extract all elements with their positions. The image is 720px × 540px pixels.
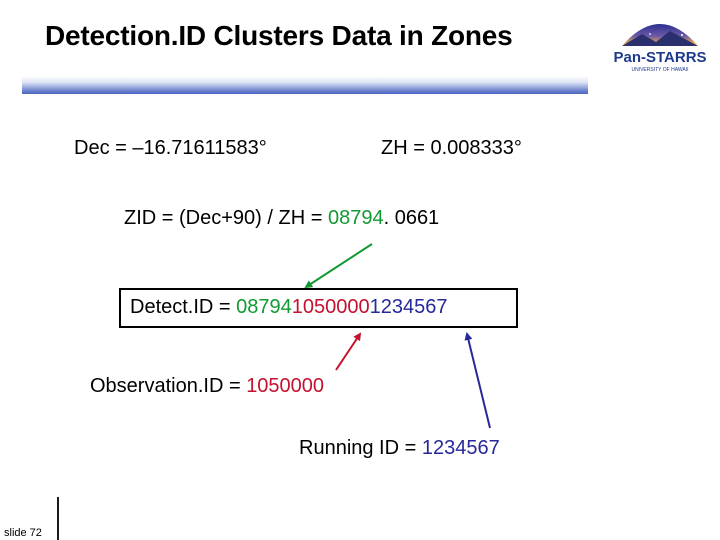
pan-starrs-logo: Pan-STARRS UNIVERSITY OF HAWAII [613, 16, 707, 73]
detect-id-running-part: 1234567 [369, 296, 448, 318]
footer-divider [57, 497, 59, 540]
detect-id-line: Detect.ID = 0879410500001234567 [130, 296, 448, 319]
detect-id-zone-part: 08794 [236, 296, 292, 318]
observation-line: Observation.ID = 1050000 [90, 375, 324, 398]
zh-value: 0.008333° [430, 137, 522, 159]
zid-zone-number: 08794 [327, 207, 384, 229]
zh-label: ZH = [381, 137, 431, 159]
title-underline-bar [22, 76, 588, 94]
running-arrow [464, 332, 491, 429]
observation-value: 1050000 [246, 375, 325, 397]
zid-fraction: . 0661 [383, 207, 440, 229]
dec-line: Dec = –16.71611583° [74, 137, 267, 160]
zh-line: ZH = 0.008333° [381, 137, 522, 160]
detect-id-label: Detect.ID = [130, 296, 237, 318]
detect-id-box: Detect.ID = 0879410500001234567 [119, 288, 518, 328]
detect-id-observation-part: 1050000 [291, 296, 370, 318]
zid-formula: ZID = (Dec+90) / ZH = [124, 207, 328, 229]
zone-arrow [304, 243, 373, 289]
running-line: Running ID = 1234567 [299, 437, 500, 460]
running-value: 1234567 [421, 437, 500, 459]
running-label: Running ID = [299, 437, 422, 459]
zid-line: ZID = (Dec+90) / ZH = 08794. 0661 [124, 207, 439, 230]
logo-subtext: UNIVERSITY OF HAWAII [631, 67, 688, 73]
observation-arrow [335, 332, 362, 371]
dec-value: –16.71611583° [132, 137, 267, 159]
slide-number: slide 72 [4, 527, 42, 539]
slide-title: Detection.ID Clusters Data in Zones [45, 20, 513, 51]
dec-label: Dec = [74, 137, 133, 159]
observation-label: Observation.ID = [90, 375, 247, 397]
logo-text: Pan-STARRS [613, 49, 706, 66]
